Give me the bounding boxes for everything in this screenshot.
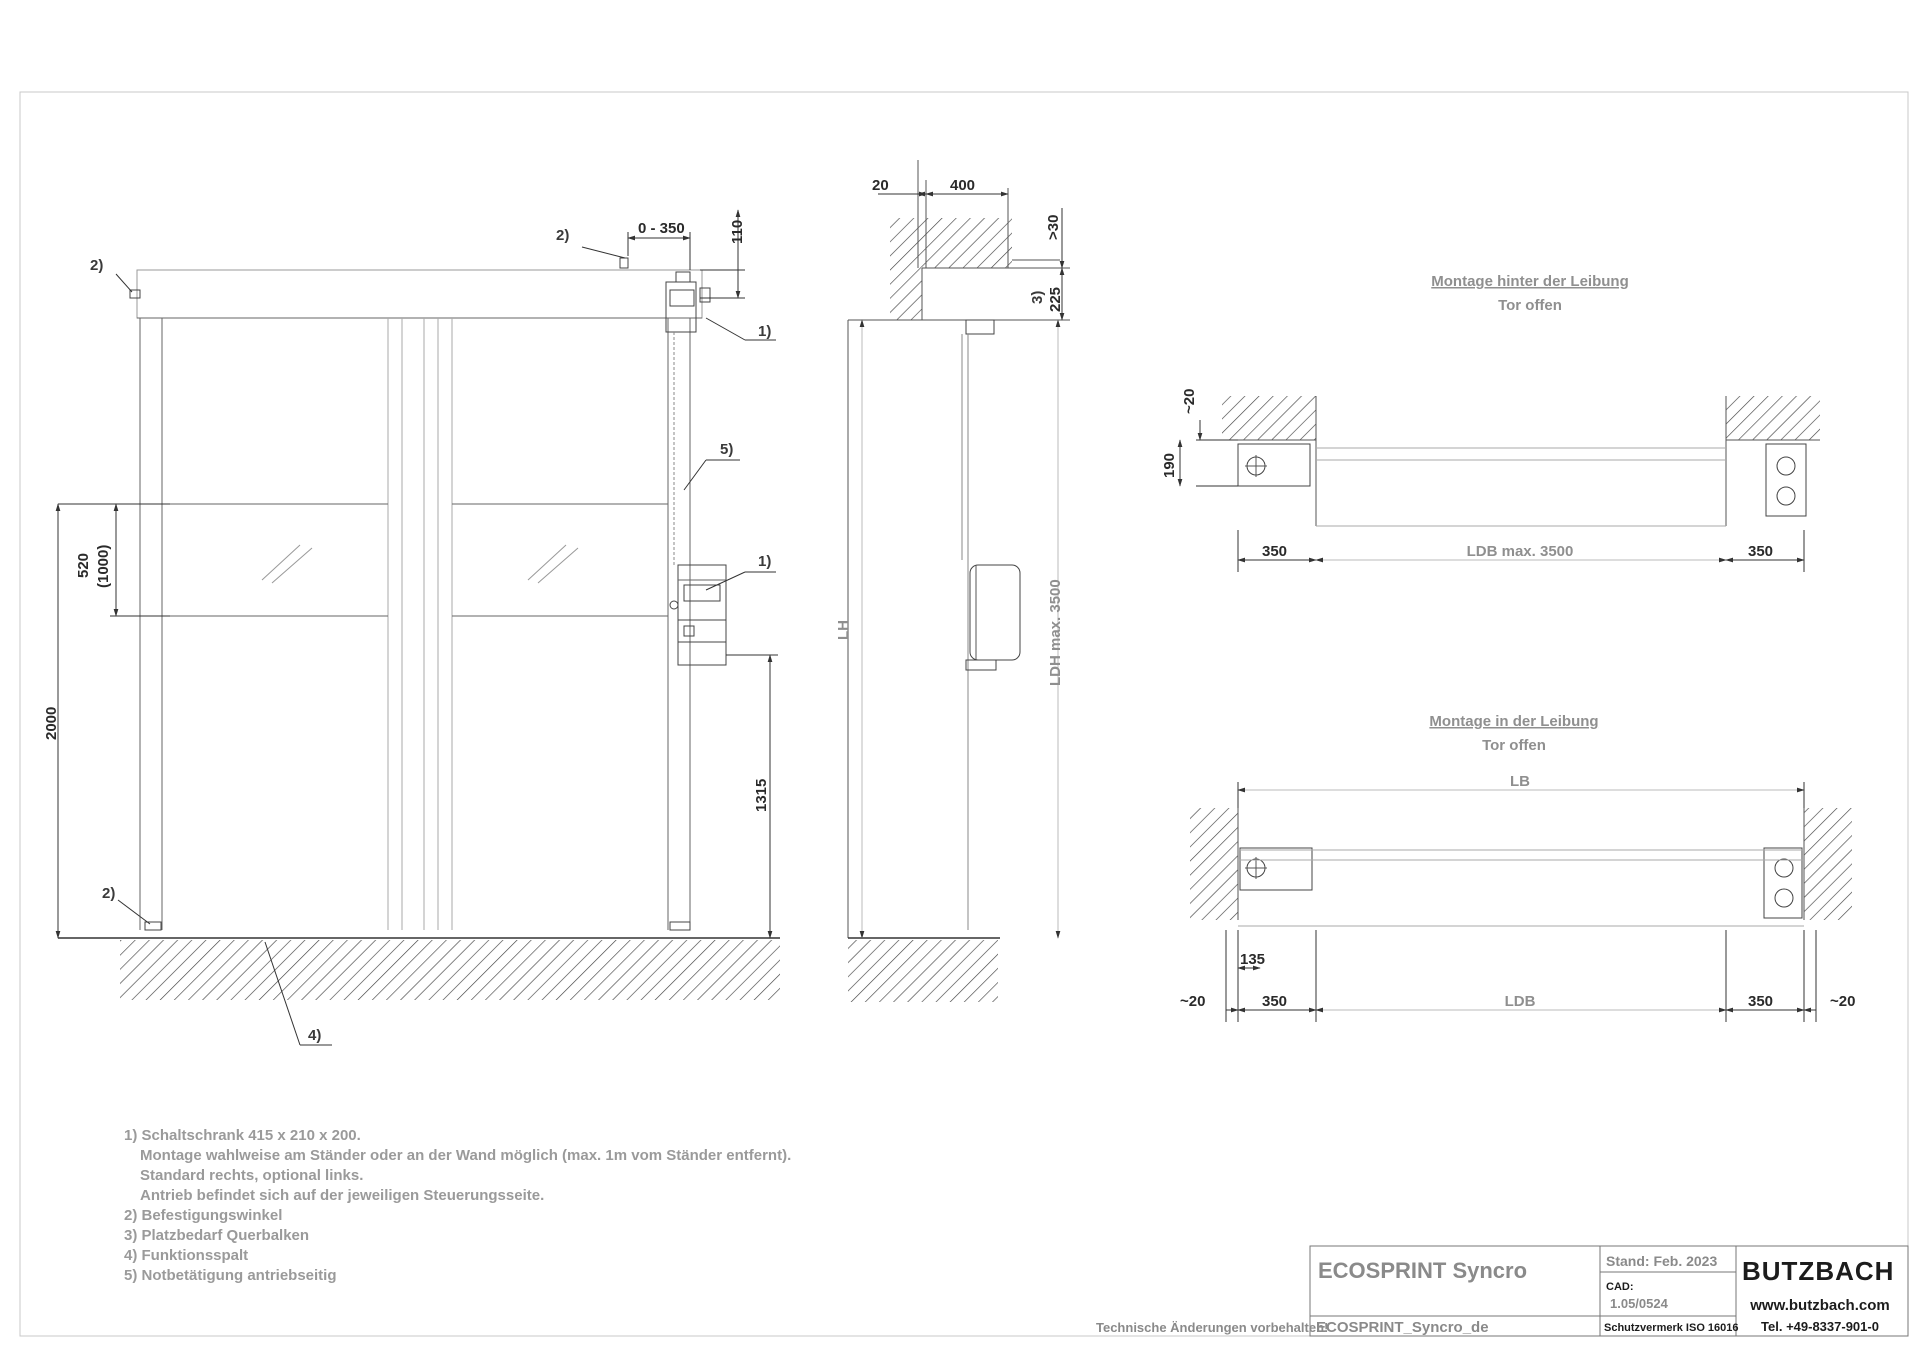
dim-ldh: LDH max. 3500 [1047,579,1064,686]
note-3: 3) Platzbedarf Querbalken [124,1227,309,1244]
plan-top-title: Montage hinter der Leibung [1431,273,1629,290]
front-view [58,257,780,939]
file-name: ECOSPRINT_Syncro_de [1316,1319,1489,1336]
callout-3: 3) [1029,291,1046,304]
callout-4: 4) [308,1027,321,1044]
plan-bottom-right-20: ~20 [1830,993,1855,1010]
side-labels: 20 400 >30 225 3) LH LDH max. 3500 [835,177,1064,686]
plan-top-dimensions [1177,420,1805,572]
plan-bottom-subtitle: Tor offen [1482,737,1546,754]
note-1-line-3: Standard rechts, optional links. [140,1167,363,1184]
dim-window-height-alt: (1000) [95,545,112,588]
callout-1-top: 1) [758,323,771,340]
cad-label: CAD: [1606,1281,1634,1293]
plan-top-view [1222,396,1820,527]
note-1-line-4: Antrieb befindet sich auf der jeweiligen… [140,1187,544,1204]
cad-value: 1.05/0524 [1610,1296,1669,1311]
plan-bottom-right-wall [1804,808,1852,920]
sheet-border [19,91,1909,1337]
note-4: 4) Funktionsspalt [124,1247,248,1264]
plan-top-right-wall [1726,396,1820,440]
plan-bottom-view [1237,808,1805,927]
callout-2-left: 2) [90,257,103,274]
plan-bottom-dimensions [1225,782,1817,1022]
dim-header-225: 225 [1047,287,1064,312]
side-wall-hatch [890,268,922,320]
protection-note: Schutzvermerk ISO 16016 [1604,1322,1739,1334]
title-block [1309,1245,1909,1337]
note-1: 1) Schaltschrank 415 x 210 x 200. [124,1127,361,1144]
product-name: ECOSPRINT Syncro [1318,1258,1527,1283]
side-view [847,160,1070,939]
dim-offset-range: 0 - 350 [638,220,685,237]
plan-bottom-side-left: 350 [1262,993,1287,1010]
dim-lh: LH [835,620,852,640]
plan-top-subtitle: Tor offen [1498,297,1562,314]
disclaimer: Technische Änderungen vorbehalten! [1096,1320,1328,1335]
plan-bottom-ldb: LDB [1505,993,1536,1010]
side-header-hatch [890,218,1012,268]
plan-bottom-title: Montage in der Leibung [1429,713,1598,730]
dim-header-depth: 400 [950,177,975,194]
front-floor-hatch [120,940,780,1000]
plan-top-ldb: LDB max. 3500 [1467,543,1574,560]
plan-top-labels: 350 LDB max. 3500 350 ~20 190 [1161,389,1773,560]
front-labels: 2) 2) 1) 5) 1) 2) 4) 0 - 350 110 520 (10… [43,220,771,1044]
dim-top-clearance: 110 [729,220,746,244]
title-block-text: Technische Änderungen vorbehalten! ECOSP… [1096,1253,1894,1336]
side-dimension-lines [859,191,1065,939]
callout-1-box: 1) [758,553,771,570]
plan-bottom-side-right: 350 [1748,993,1773,1010]
dim-window-height: 520 [75,553,92,578]
plan-top-left-wall [1222,396,1316,440]
note-1-line-2: Montage wahlweise am Ständer oder an der… [140,1147,791,1164]
plan-bottom-lb: LB [1510,773,1530,790]
dim-min-30: >30 [1045,215,1062,240]
callout-2-bottom: 2) [102,885,115,902]
plan-top-dim-20: ~20 [1181,389,1198,414]
plan-bottom-left-wall [1190,808,1238,920]
plan-top-side-left: 350 [1262,543,1287,560]
legend-notes: 1) Schaltschrank 415 x 210 x 200. Montag… [124,1127,791,1284]
plan-bottom-dim-135: 135 [1240,951,1265,968]
callout-5: 5) [720,441,733,458]
dim-height-2000: 2000 [43,707,60,740]
side-floor-hatch [848,940,998,1002]
website: www.butzbach.com [1749,1297,1889,1314]
plan-top-dim-190: 190 [1161,453,1178,478]
note-5: 5) Notbetätigung antriebseitig [124,1267,337,1284]
stand-date: Stand: Feb. 2023 [1606,1253,1717,1269]
plan-bottom-left-20: ~20 [1180,993,1205,1010]
plan-bottom-labels: LB 135 ~20 350 LDB 350 ~20 [1180,773,1855,1010]
dim-wall-offset: 20 [872,177,889,194]
brand-logo: BUTZBACH [1742,1256,1894,1286]
phone: Tel. +49-8337-901-0 [1761,1319,1879,1334]
note-2: 2) Befestigungswinkel [124,1207,282,1224]
dim-height-1315: 1315 [753,779,770,812]
front-dimension-lines [55,209,778,1046]
plan-top-side-right: 350 [1748,543,1773,560]
callout-2-top: 2) [556,227,569,244]
